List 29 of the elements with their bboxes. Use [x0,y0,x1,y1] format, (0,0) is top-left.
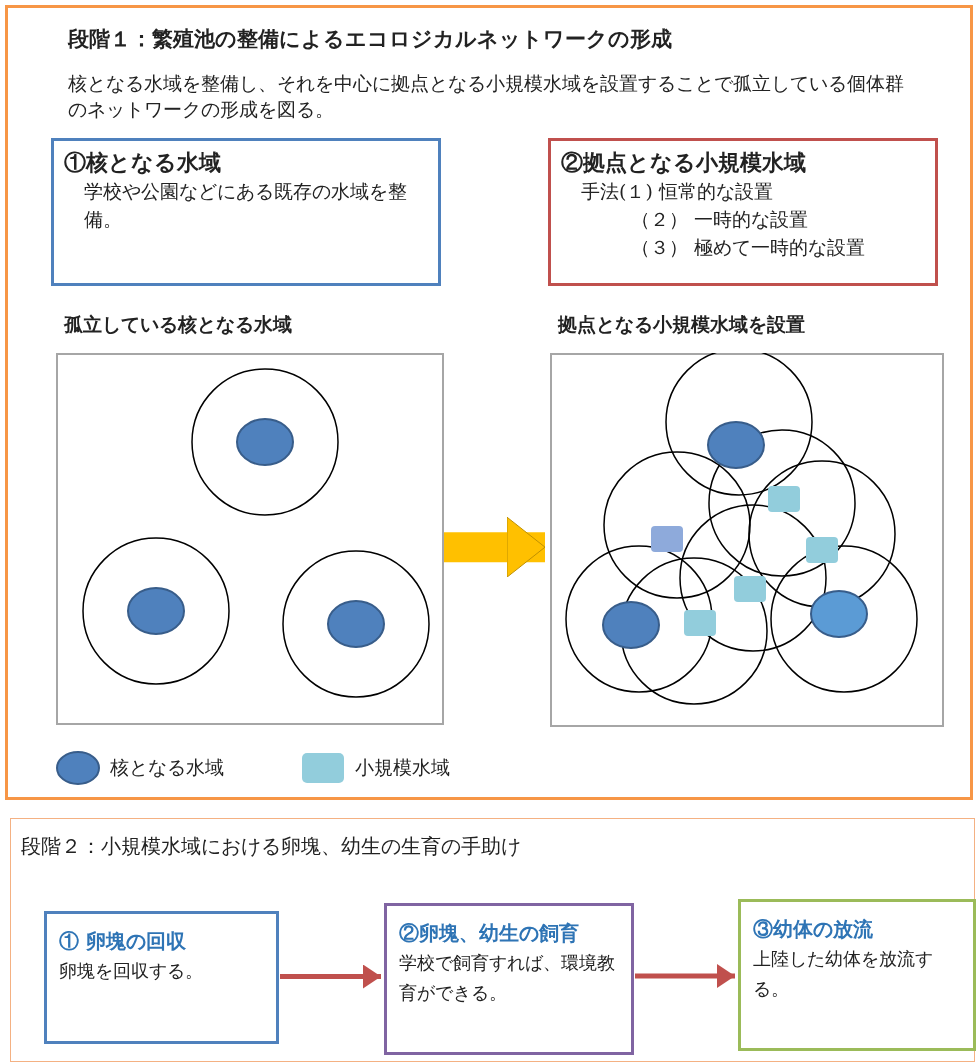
box-heading: ③幼体の放流 [753,916,874,943]
box-text: 学校や公園などにある既存の水域を整備。 [83,179,408,232]
box-text: 卵塊を回収する。 [59,959,204,983]
panel-heading: 拠点となる小規模水域を設置 [558,312,805,337]
step-box [384,903,634,1055]
legend-label: 核となる水域 [110,755,224,780]
stage-panel [5,5,973,800]
box-heading: ②卵塊、幼生の飼育 [399,920,580,947]
box-text: （２） 一時的な設置 [630,207,810,232]
box-text: （３） 極めて一時的な設置 [630,235,867,260]
block-arrow [443,516,546,578]
step-box [738,899,976,1051]
box-heading: ①核となる水域 [64,148,222,177]
step-box [44,911,279,1044]
box-text: 学校で飼育すれば、環境教育ができる。 [399,951,616,1005]
panel-heading: 段階２：小規模水域における卵塊、幼生の生育の手助け [21,833,521,860]
box-text: 手法(１) 恒常的な設置 [580,179,774,204]
stage-panel [10,818,975,1062]
box-heading: ②拠点となる小規模水域 [561,148,807,177]
panel-heading: 段階１：繁殖池の整備によるエコロジカルネットワークの形成 [68,26,673,52]
arrow [635,964,735,988]
arrow [280,964,381,989]
info-box [548,138,938,286]
legend-label: 小規模水域 [355,755,450,780]
description: 核となる水域を整備し、それを中心に拠点となる小規模水域を設置することで孤立している個体群のネットワークの形成を図る。 [68,71,905,122]
info-box [51,138,441,286]
box-heading: ① 卵塊の回収 [59,928,187,955]
panel-heading: 孤立している核となる水域 [64,312,292,337]
box-text: 上陸した幼体を放流する。 [753,947,934,1001]
